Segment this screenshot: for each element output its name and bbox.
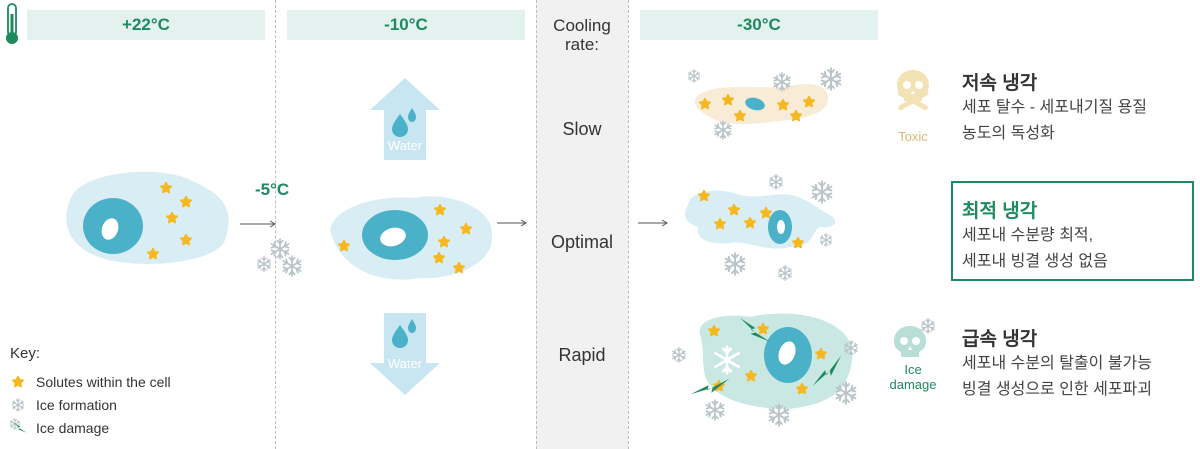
water-drop-icon (408, 319, 416, 333)
snowflake-icon (773, 72, 791, 92)
water-label-up: Water (387, 138, 423, 153)
snowflake-icon (687, 69, 701, 83)
ice-damage-key-icon (9, 418, 27, 436)
rapid-desc-line2: 빙결 생성으로 인한 세포파괴 (962, 381, 1152, 398)
snowflake-icon (257, 256, 271, 272)
optimal-highlight-box (951, 181, 1194, 281)
snowflake-icon (835, 381, 857, 405)
snowflake-icon (811, 180, 833, 204)
skull-icon (894, 318, 935, 357)
header-cooling-rate: Cooling rate: (553, 16, 611, 54)
rate-optimal: Optimal (550, 232, 613, 252)
snowflake-icon (11, 398, 25, 412)
snowflake-icon (705, 399, 725, 421)
header-temp-minus30: -30°C (640, 10, 878, 40)
water-drop-icon (392, 114, 408, 137)
water-arrow-down (370, 313, 440, 395)
divider-2 (536, 0, 537, 449)
key-ice: Ice formation (36, 397, 117, 413)
rapid-desc-title: 급속 냉각 (962, 329, 1038, 350)
snowflake-icon (714, 120, 732, 140)
header-temp-minus10: -10°C (287, 10, 525, 40)
snowflake-icon (844, 340, 858, 356)
snowflake-icon (768, 403, 790, 427)
divider-3 (628, 0, 629, 449)
water-label-down: Water (387, 356, 423, 371)
key-damage: Ice damage (36, 420, 110, 436)
arrow-1 (240, 220, 276, 228)
solute-icon (12, 376, 24, 388)
slow-desc-title: 저속 냉각 (962, 73, 1038, 94)
snowflake-icon (724, 252, 746, 276)
optimal-desc-line2: 세포내 빙결 생성 없음 (962, 253, 1108, 270)
mid-temp-label: -5°C (255, 180, 290, 199)
snowflake-icon (769, 174, 783, 190)
cell-22c (66, 171, 229, 264)
ice-damage-label: Ice damage (889, 362, 937, 392)
rate-rapid: Rapid (558, 345, 606, 365)
arrow-3 (638, 219, 668, 227)
cell-rapid (699, 313, 853, 410)
key-title: Key: (10, 345, 41, 362)
snowflake-icon (672, 347, 686, 363)
toxic-label: Toxic (898, 129, 928, 144)
optimal-desc-line1: 세포내 수분량 최적, (962, 227, 1094, 244)
cooling-rate-column (536, 0, 628, 449)
water-drop-icon (408, 108, 416, 122)
divider-1 (275, 0, 276, 449)
lightning-icon (739, 310, 771, 349)
cell-slow (694, 84, 829, 125)
thermometer-icon (6, 3, 18, 44)
header-temp-22: +22°C (27, 10, 265, 40)
cell-minus10c (330, 196, 493, 280)
rapid-desc-line1: 세포내 수분의 탈출이 불가능 (962, 355, 1152, 372)
slow-desc-line2: 농도의 독성화 (962, 125, 1055, 142)
arrow-2 (497, 219, 527, 227)
rate-slow: Slow (562, 119, 602, 139)
snowflake-icon (778, 265, 792, 281)
snowflake-icon (820, 67, 842, 91)
slow-desc-line1: 세포 탈수 - 세포내기질 용질 (962, 99, 1148, 116)
water-arrow-up (370, 78, 440, 160)
optimal-desc-title: 최적 냉각 (962, 201, 1038, 222)
water-drop-icon (392, 325, 408, 348)
skull-icon (897, 70, 929, 111)
snowflake-icon (282, 255, 302, 277)
key-solutes: Solutes within the cell (36, 374, 171, 390)
snowflake-icon (819, 233, 833, 247)
cell-optimal (685, 190, 836, 249)
